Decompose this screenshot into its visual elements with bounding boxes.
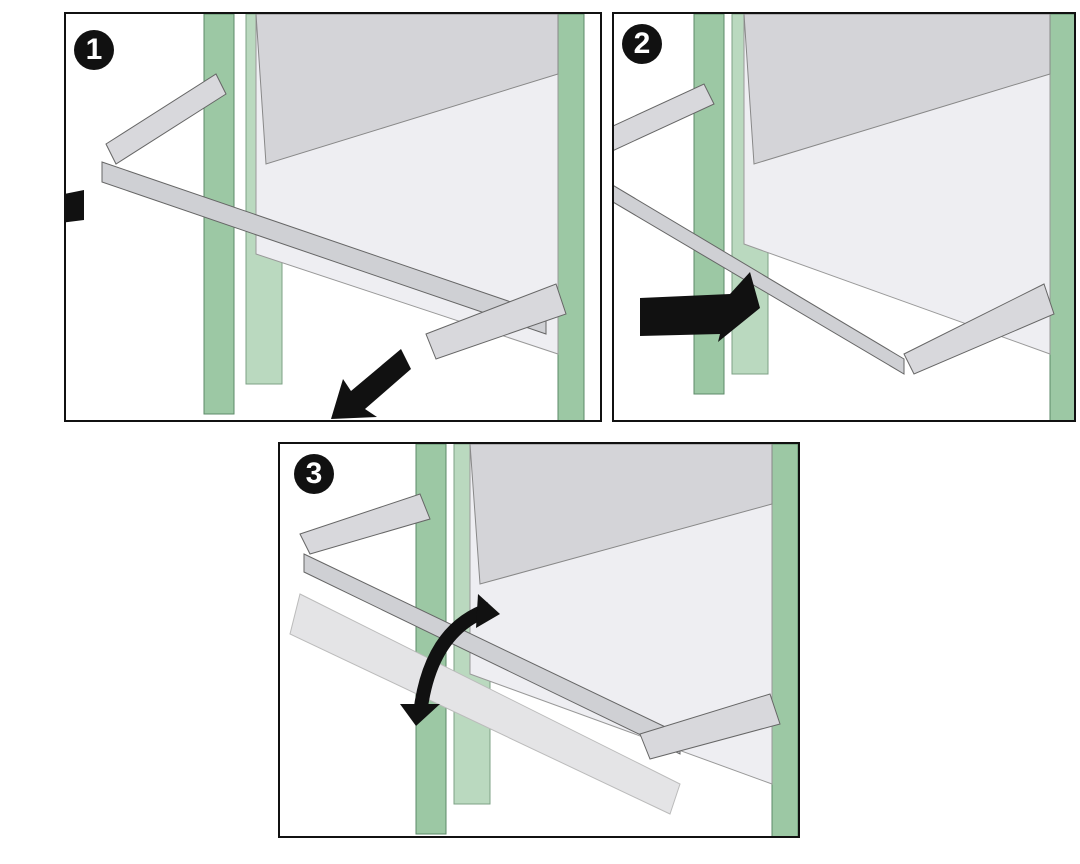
step-3-illustration	[289, 444, 798, 836]
step-2-panel: 2	[612, 12, 1076, 422]
pull-arm-arrow-icon	[640, 272, 760, 342]
pull-down-arrow-icon	[331, 349, 411, 419]
step-1-illustration	[101, 14, 585, 420]
rack-post-right	[1049, 14, 1074, 420]
step-number-badge: 1	[74, 30, 114, 70]
step-2-illustration	[614, 14, 1074, 420]
step-number-badge: 3	[294, 454, 334, 494]
server-top-rail	[743, 14, 1051, 165]
rack-post-right	[557, 14, 585, 420]
step-number-badge: 2	[622, 24, 662, 64]
arm-right-connector	[639, 693, 781, 760]
arm-right-connector	[425, 283, 567, 360]
arm-left-connector	[614, 83, 715, 151]
ghost-arm-lowered-position	[289, 593, 681, 815]
step-3-panel: 3	[278, 442, 800, 838]
cable-management-arm	[303, 553, 681, 755]
arm-left-connector	[105, 73, 227, 165]
arm-left-connector	[299, 493, 431, 555]
step-1-panel: 1	[64, 12, 602, 422]
server-top-rail	[255, 14, 559, 165]
cable-management-arm	[101, 161, 547, 335]
arm-right-connector	[903, 283, 1055, 375]
pull-left-arrow-icon	[66, 190, 84, 223]
cable-management-arm	[614, 185, 905, 375]
rack-post-right	[771, 444, 798, 836]
server-top-rail	[469, 444, 773, 585]
